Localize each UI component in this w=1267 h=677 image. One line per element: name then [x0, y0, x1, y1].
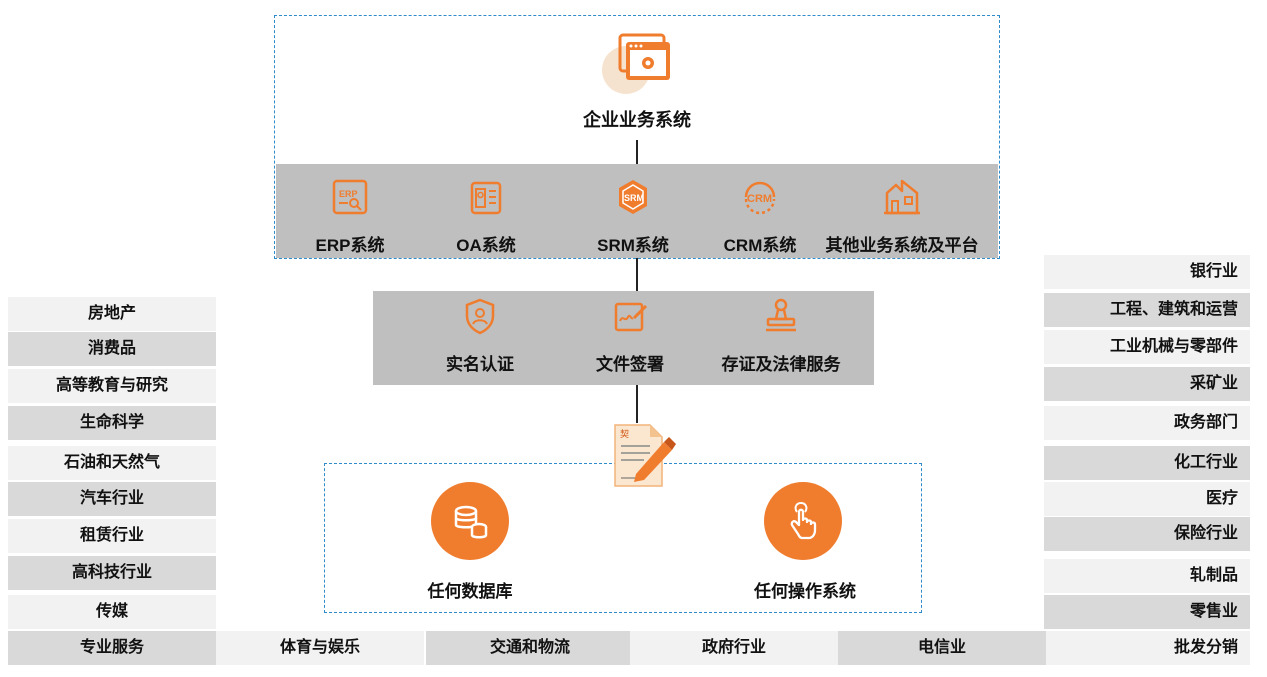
industry-item: 电信业	[838, 631, 1046, 665]
system-oa-label: OA系统	[456, 236, 516, 255]
industry-item: 银行业	[1044, 255, 1250, 289]
industry-item: 政府行业	[630, 631, 838, 665]
app-settings-icon	[600, 32, 674, 94]
industry-item: 交通和物流	[426, 631, 634, 665]
industry-item: 高等教育与研究	[8, 369, 216, 403]
oa-id-card-icon	[466, 177, 506, 217]
database-icon	[431, 482, 509, 560]
industry-item: 工程、建筑和运营	[1044, 293, 1250, 327]
service-evidence: 存证及法律服务	[706, 296, 856, 375]
system-erp-label: ERP系统	[315, 236, 385, 255]
any-os-label: 任何操作系统	[754, 582, 856, 601]
industry-item: 轧制品	[1044, 559, 1250, 593]
touch-hand-icon	[764, 482, 842, 560]
industry-item: 租赁行业	[8, 519, 216, 553]
industry-item: 体育与娱乐	[216, 631, 424, 665]
sign-document-icon	[610, 296, 650, 336]
industry-item: 专业服务	[8, 631, 216, 665]
system-crm-label: CRM系统	[723, 236, 797, 255]
contract-sign-icon: 契	[612, 422, 676, 490]
system-oa: OA系统	[436, 177, 536, 256]
industry-item: 石油和天然气	[8, 446, 216, 480]
system-srm-label: SRM系统	[597, 236, 669, 255]
crm-icon: CRM	[740, 177, 780, 217]
industry-item: 消费品	[8, 332, 216, 366]
connector-line-top	[636, 140, 638, 164]
industry-item: 医疗	[1044, 482, 1250, 516]
srm-icon: SRM	[613, 177, 653, 217]
service-signing: 文件签署	[580, 296, 680, 375]
svg-text:CRM: CRM	[747, 193, 772, 205]
industry-item: 零售业	[1044, 595, 1250, 629]
svg-text:契: 契	[620, 428, 629, 440]
stamp-icon	[761, 296, 801, 336]
industry-item: 生命科学	[8, 406, 216, 440]
system-erp: ERP ERP系统	[300, 177, 400, 256]
svg-text:SRM: SRM	[624, 193, 644, 203]
service-realname: 实名认证	[430, 296, 530, 375]
service-realname-label: 实名认证	[446, 355, 514, 374]
connector-line-bottom	[636, 385, 638, 423]
industry-item: 房地产	[8, 297, 216, 331]
shield-user-icon	[460, 296, 500, 336]
any-database-label: 任何数据库	[427, 582, 513, 601]
industry-item: 批发分销	[1044, 631, 1250, 665]
system-other-label: 其他业务系统及平台	[825, 236, 979, 255]
industry-item: 采矿业	[1044, 367, 1250, 401]
industry-item: 政务部门	[1044, 406, 1250, 440]
erp-icon: ERP	[330, 177, 370, 217]
industry-item: 保险行业	[1044, 517, 1250, 551]
connector-line-middle	[636, 258, 638, 291]
system-crm: CRM CRM系统	[710, 177, 810, 256]
service-signing-label: 文件签署	[596, 355, 664, 374]
services-band	[373, 291, 874, 385]
system-other: 其他业务系统及平台	[814, 177, 990, 256]
business-systems-title: 企业业务系统	[583, 110, 691, 130]
industry-item: 化工行业	[1044, 446, 1250, 480]
industry-item: 工业机械与零部件	[1044, 330, 1250, 364]
industry-item: 传媒	[8, 595, 216, 629]
industry-item: 高科技行业	[8, 556, 216, 590]
building-icon	[882, 177, 922, 217]
system-srm: SRM SRM系统	[578, 177, 688, 256]
industry-item: 汽车行业	[8, 482, 216, 516]
svg-text:ERP: ERP	[339, 189, 358, 199]
service-evidence-label: 存证及法律服务	[721, 355, 841, 374]
